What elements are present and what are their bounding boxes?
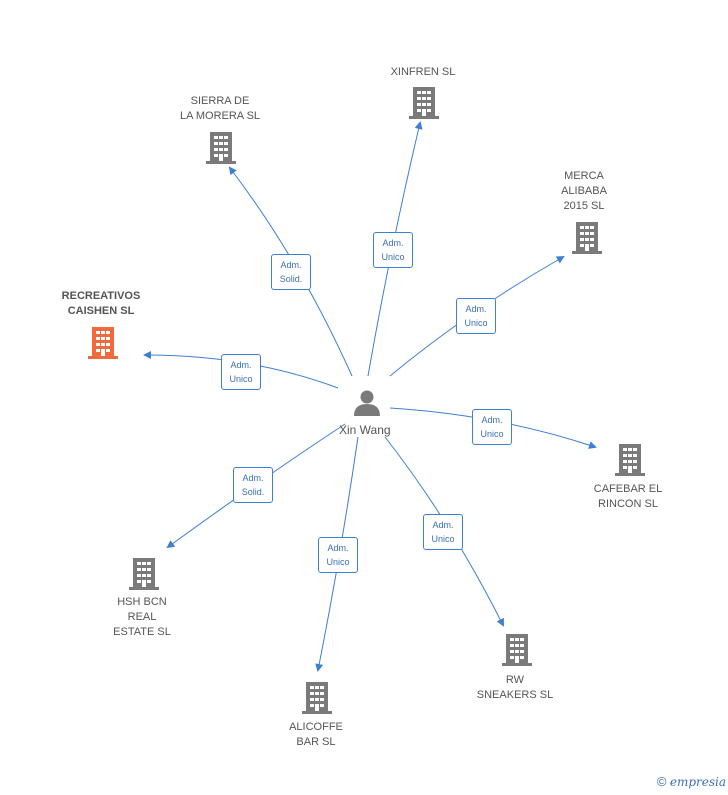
role-box-recreativos: Adm. Unico xyxy=(221,354,261,390)
company-label-recreativos[interactable]: RECREATIVOS CAISHEN SL xyxy=(61,290,141,317)
building-icon-xinfren[interactable] xyxy=(409,85,439,119)
company-label-alicoffe[interactable]: ALICOFFE BAR SL xyxy=(289,721,343,748)
company-label-hsh[interactable]: HSH BCN REAL ESTATE SL xyxy=(113,596,171,638)
footer-brand[interactable]: © empresia xyxy=(657,774,726,789)
building-icon-hsh[interactable] xyxy=(129,556,159,590)
role-box-merca: Adm. Unico xyxy=(456,298,496,334)
copyright-icon: © xyxy=(656,774,667,789)
role-box-hsh: Adm. Solid. xyxy=(233,467,273,503)
role-box-xinfren: Adm. Unico xyxy=(373,232,413,268)
brand-logo: empresia xyxy=(669,775,726,789)
building-icon-cafebar[interactable] xyxy=(615,442,645,476)
building-icon-merca[interactable] xyxy=(572,220,602,254)
building-icon-rw[interactable] xyxy=(502,632,532,666)
company-label-xinfren[interactable]: XINFREN SL xyxy=(390,66,456,78)
role-box-sierra: Adm. Solid. xyxy=(271,254,311,290)
role-box-alicoffe: Adm. Unico xyxy=(318,537,358,573)
building-icon-alicoffe[interactable] xyxy=(302,680,332,714)
building-icon-sierra[interactable] xyxy=(206,130,236,164)
company-label-merca[interactable]: MERCA ALIBABA 2015 SL xyxy=(561,170,607,212)
person-name[interactable]: Xin Wang xyxy=(339,423,391,437)
building-icon-recreativos[interactable] xyxy=(88,325,118,359)
person-icon[interactable] xyxy=(352,387,382,417)
role-box-cafebar: Adm. Unico xyxy=(472,409,512,445)
company-label-rw[interactable]: RW SNEAKERS SL xyxy=(476,674,554,701)
role-box-rw: Adm. Unico xyxy=(423,514,463,550)
company-label-sierra[interactable]: SIERRA DE LA MORERA SL xyxy=(179,95,261,122)
company-label-cafebar[interactable]: CAFEBAR EL RINCON SL xyxy=(593,483,663,510)
